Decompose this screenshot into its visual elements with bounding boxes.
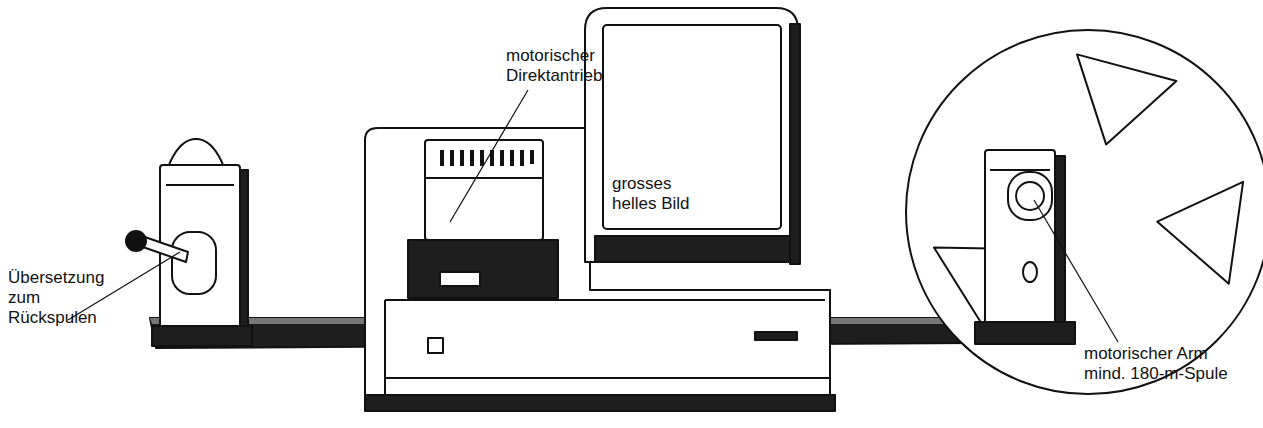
callout-label: Übersetzung zum Rückspulen <box>8 268 108 328</box>
leader-line <box>1034 200 1118 342</box>
callout-label: motorischer Direktantrieb <box>506 46 616 86</box>
viewer-body <box>365 8 835 411</box>
reel-disc <box>906 30 1263 394</box>
upright-side <box>240 170 248 330</box>
motor-housing <box>425 140 543 240</box>
arm-hub <box>1008 172 1052 220</box>
leader-lines <box>68 90 1118 342</box>
body-edge <box>385 377 830 379</box>
body-edge <box>385 299 825 301</box>
callout-label: motorischer Arm mind. 180-m-Spule <box>1084 344 1234 384</box>
monitor-side <box>790 24 800 264</box>
motor-arm <box>985 150 1055 330</box>
counter <box>755 332 797 340</box>
crank-arm <box>140 236 188 262</box>
rewind-foot <box>152 326 252 346</box>
rewind-gear <box>172 232 216 294</box>
hub-face <box>1016 182 1044 210</box>
rewind-unit <box>126 139 252 346</box>
reel-cutout <box>1077 54 1176 144</box>
motor-line <box>425 177 543 179</box>
power-button <box>428 338 443 353</box>
upright-line <box>166 184 234 186</box>
arm-foot <box>975 322 1075 344</box>
arm-line <box>990 169 1050 171</box>
vents <box>440 150 534 166</box>
screen-caption: grosses helles Bild <box>612 174 712 214</box>
arm-hole <box>1023 262 1037 282</box>
monitor-screen: grosses helles Bild <box>602 24 782 230</box>
gate-slot <box>440 272 480 286</box>
monitor-chin <box>595 236 790 262</box>
film-gate <box>408 240 558 298</box>
reel-cutout <box>1157 182 1243 284</box>
monitor-hood <box>585 8 798 262</box>
take-up-reel <box>906 30 1263 394</box>
body-foot <box>365 395 835 411</box>
body-edge <box>384 300 386 395</box>
crank-knob <box>126 231 146 251</box>
leader-line <box>450 90 528 222</box>
